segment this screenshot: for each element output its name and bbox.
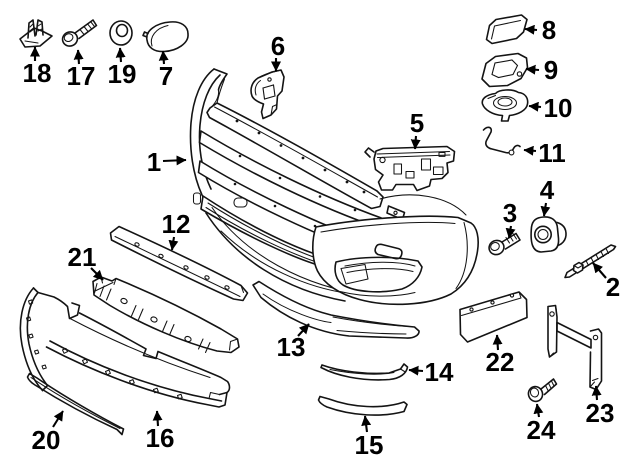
svg-text:4[interactable]: 4 bbox=[540, 175, 555, 205]
part-1-front-bumper-cover-drawing bbox=[189, 68, 479, 306]
svg-text:8[interactable]: 8 bbox=[542, 15, 556, 45]
svg-text:13[interactable]: 13 bbox=[277, 332, 306, 362]
svg-text:10[interactable]: 10 bbox=[544, 93, 573, 123]
part-15-lower-grille-molding-drawing bbox=[317, 395, 408, 416]
part-20-spoiler-edge-molding-drawing bbox=[26, 372, 125, 436]
part-label-1[interactable]: 1 bbox=[147, 147, 187, 177]
part-label-19[interactable]: 19 bbox=[108, 47, 137, 89]
svg-text:18[interactable]: 18 bbox=[23, 58, 52, 88]
svg-text:6[interactable]: 6 bbox=[271, 31, 285, 61]
svg-text:5[interactable]: 5 bbox=[410, 108, 424, 138]
part-23-license-bracket-brace-drawing bbox=[547, 304, 603, 391]
svg-text:9[interactable]: 9 bbox=[544, 55, 558, 85]
svg-text:7[interactable]: 7 bbox=[159, 61, 173, 91]
part-2-stud-bolt-drawing bbox=[564, 244, 617, 279]
part-label-4[interactable]: 4 bbox=[540, 175, 555, 217]
part-label-8[interactable]: 8 bbox=[524, 15, 556, 45]
part-5-side-mount-bracket-drawing bbox=[364, 145, 456, 192]
part-label-9[interactable]: 9 bbox=[525, 55, 558, 85]
part-7-headlamp-washer-cap-drawing bbox=[142, 21, 189, 53]
part-label-11[interactable]: 11 bbox=[523, 138, 566, 168]
part-22-license-plate-bracket-drawing bbox=[459, 291, 528, 343]
part-21-lower-mount-bracket-drawing bbox=[92, 276, 240, 354]
part-label-12[interactable]: 12 bbox=[162, 209, 191, 251]
part-8-cover-cap-drawing bbox=[485, 14, 528, 45]
part-label-6[interactable]: 6 bbox=[271, 31, 285, 72]
part-24-pan-head-screw-drawing bbox=[527, 378, 558, 403]
part-label-2[interactable]: 2 bbox=[592, 262, 620, 302]
part-label-24[interactable]: 24 bbox=[527, 403, 556, 445]
part-11-retainer-spring-clip-drawing bbox=[482, 126, 521, 156]
part-label-14[interactable]: 14 bbox=[408, 357, 454, 387]
svg-text:2[interactable]: 2 bbox=[606, 272, 620, 302]
part-17-tapping-screw-drawing bbox=[61, 19, 98, 47]
part-label-21[interactable]: 21 bbox=[68, 242, 104, 281]
part-14-center-grille-molding-drawing bbox=[320, 363, 409, 381]
part-label-16[interactable]: 16 bbox=[146, 410, 175, 453]
part-label-15[interactable]: 15 bbox=[355, 415, 384, 460]
part-16-front-spoiler-panel-drawing bbox=[19, 287, 231, 408]
part-label-7[interactable]: 7 bbox=[158, 50, 173, 91]
part-label-22[interactable]: 22 bbox=[486, 334, 515, 377]
svg-text:24[interactable]: 24 bbox=[527, 415, 556, 445]
part-18-expansion-clip-drawing bbox=[19, 19, 53, 48]
part-12-upper-mount-strip-drawing bbox=[109, 225, 249, 302]
part-label-10[interactable]: 10 bbox=[528, 93, 573, 123]
svg-text:22[interactable]: 22 bbox=[486, 347, 515, 377]
svg-text:17[interactable]: 17 bbox=[67, 61, 96, 91]
part-9-cap-retainer-bracket-drawing bbox=[481, 52, 529, 88]
svg-text:20[interactable]: 20 bbox=[32, 425, 61, 455]
svg-text:16[interactable]: 16 bbox=[146, 423, 175, 453]
part-6-corner-mount-bracket-drawing bbox=[250, 69, 285, 120]
part-label-13[interactable]: 13 bbox=[277, 323, 310, 362]
part-label-20[interactable]: 20 bbox=[32, 410, 64, 455]
part-label-18[interactable]: 18 bbox=[23, 46, 52, 88]
svg-text:1[interactable]: 1 bbox=[147, 147, 161, 177]
part-label-17[interactable]: 17 bbox=[67, 49, 96, 91]
part-label-3[interactable]: 3 bbox=[503, 198, 517, 239]
part-label-23[interactable]: 23 bbox=[586, 385, 615, 428]
part-10-sensor-retainer-ring-drawing bbox=[481, 89, 529, 122]
svg-text:11[interactable]: 11 bbox=[538, 138, 566, 168]
part-4-parking-sensor-drawing bbox=[530, 216, 567, 253]
part-3-hex-bolt-drawing bbox=[488, 232, 521, 256]
svg-text:12[interactable]: 12 bbox=[162, 209, 191, 239]
svg-text:3[interactable]: 3 bbox=[503, 198, 517, 228]
svg-text:14[interactable]: 14 bbox=[425, 357, 454, 387]
part-13-upper-grille-molding-drawing bbox=[252, 280, 420, 339]
svg-text:23[interactable]: 23 bbox=[586, 398, 615, 428]
part-19-grommet-washer-drawing bbox=[109, 20, 133, 46]
svg-text:19[interactable]: 19 bbox=[108, 59, 137, 89]
svg-text:21[interactable]: 21 bbox=[68, 242, 97, 272]
part-label-5[interactable]: 5 bbox=[410, 108, 424, 150]
svg-text:15[interactable]: 15 bbox=[355, 430, 384, 460]
